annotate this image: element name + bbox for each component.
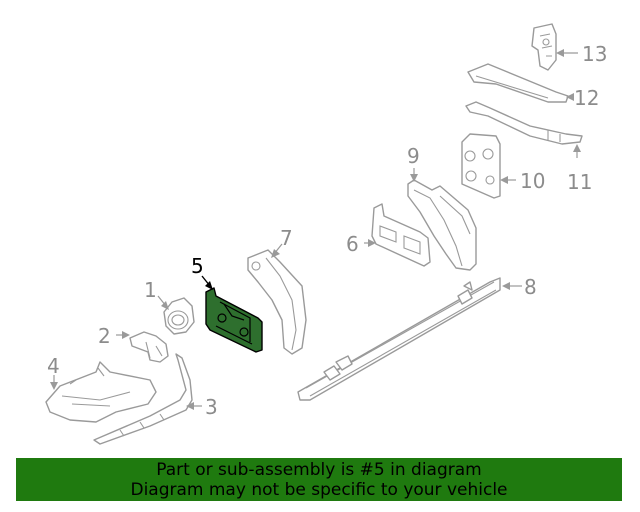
callout-9: 9 <box>407 144 420 168</box>
callout-4: 4 <box>47 354 60 378</box>
part-9[interactable] <box>407 179 477 271</box>
part-7[interactable] <box>247 249 307 355</box>
callout-1: 1 <box>144 278 157 302</box>
callout-3: 3 <box>205 395 218 419</box>
callout-11: 11 <box>567 170 592 194</box>
part-2[interactable] <box>129 331 169 363</box>
callout-2: 2 <box>98 324 111 348</box>
part-3[interactable] <box>93 353 193 445</box>
info-banner: Part or sub-assembly is #5 in diagram Di… <box>16 458 622 501</box>
part-12[interactable] <box>467 63 569 103</box>
part-8[interactable] <box>297 277 501 401</box>
parts-diagram: 13 12 11 10 9 6 <box>45 23 607 445</box>
callout-5: 5 <box>191 254 204 278</box>
part-10[interactable] <box>461 133 501 199</box>
callout-6: 6 <box>346 232 359 256</box>
callout-10: 10 <box>520 169 545 193</box>
part-6[interactable] <box>371 203 431 267</box>
banner-line-1: Part or sub-assembly is #5 in diagram <box>156 460 482 480</box>
part-11[interactable] <box>465 101 583 145</box>
callout-7: 7 <box>280 226 293 250</box>
banner-line-2: Diagram may not be specific to your vehi… <box>130 480 508 500</box>
part-1[interactable] <box>163 297 195 335</box>
part-5[interactable] <box>205 287 263 353</box>
part-13[interactable] <box>531 23 557 71</box>
callout-8: 8 <box>524 275 537 299</box>
callout-12: 12 <box>574 86 599 110</box>
part-4[interactable] <box>45 361 157 423</box>
callout-13: 13 <box>582 42 607 66</box>
